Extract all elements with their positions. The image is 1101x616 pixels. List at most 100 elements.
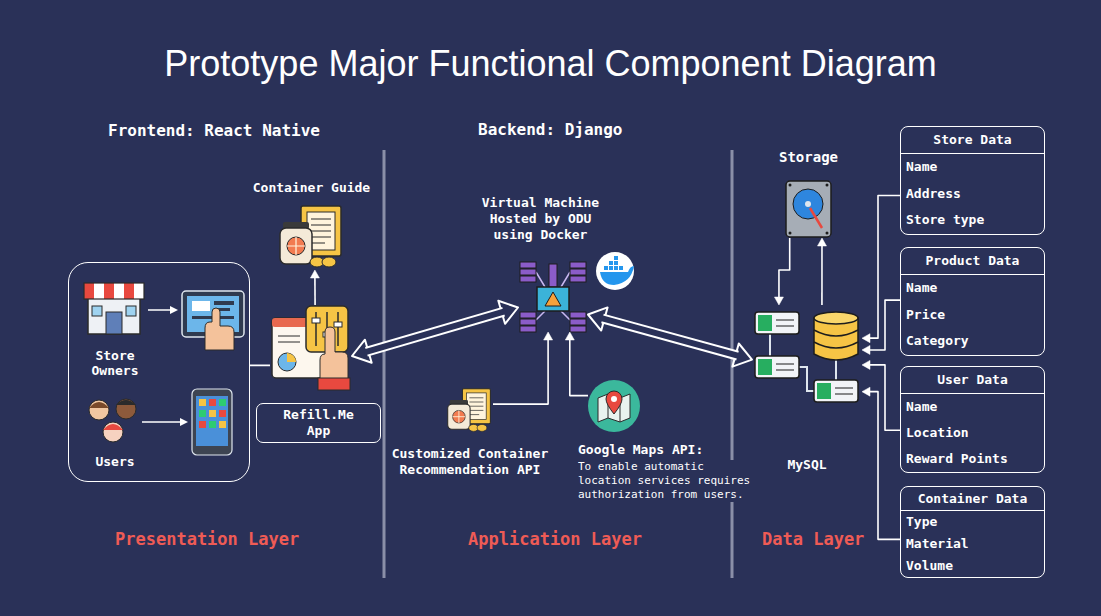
docker-logo bbox=[614, 266, 618, 270]
diagram-title: Prototype Major Functional Component Dia… bbox=[0, 42, 1101, 86]
app-icon bbox=[278, 336, 300, 337]
tablet-icon bbox=[214, 301, 234, 305]
store-icon bbox=[126, 306, 136, 316]
virtual-machine-icon bbox=[570, 262, 586, 268]
icon-node: Storage bbox=[785, 180, 832, 238]
store-icon bbox=[84, 283, 144, 334]
app-icon bbox=[272, 306, 350, 390]
connector bbox=[774, 238, 789, 305]
phone-icon bbox=[192, 389, 232, 455]
users-icon bbox=[89, 400, 109, 420]
database-server-icon bbox=[758, 359, 772, 375]
node-text: Storage bbox=[765, 149, 852, 165]
table-header: Product Data bbox=[901, 248, 1044, 275]
flow-arrow bbox=[170, 306, 178, 314]
store-icon bbox=[114, 283, 124, 299]
virtual-machine-icon bbox=[570, 276, 586, 282]
data-table: Store DataNameAddressStore type bbox=[900, 126, 1045, 235]
arrow-head bbox=[774, 297, 783, 305]
store-icon bbox=[134, 283, 144, 299]
connector-line bbox=[250, 365, 270, 367]
connector-line bbox=[314, 277, 316, 305]
layer-divider bbox=[383, 150, 386, 578]
tablet-icon bbox=[192, 301, 210, 311]
docker-logo bbox=[596, 252, 634, 290]
docker-logo bbox=[619, 266, 623, 270]
node-note: Users bbox=[81, 454, 149, 469]
connector-line bbox=[869, 300, 900, 350]
hard-disk-icon bbox=[793, 189, 823, 219]
phone-icon bbox=[219, 399, 226, 406]
table-field: Store type bbox=[901, 207, 1044, 234]
icon-node: Google Maps API:To enable automatic loca… bbox=[588, 380, 640, 432]
database-server-icon bbox=[814, 330, 858, 348]
database-server-icon bbox=[755, 312, 799, 334]
store-icon bbox=[104, 283, 114, 299]
virtual-machine-icon bbox=[537, 287, 569, 311]
database-server-icon bbox=[776, 326, 794, 327]
arrow-head bbox=[565, 332, 574, 340]
docker-logo bbox=[596, 252, 634, 290]
app-node: Refill.Me App bbox=[270, 305, 352, 390]
flow-arrow bbox=[142, 421, 182, 423]
connector bbox=[862, 300, 900, 354]
app-icon bbox=[315, 312, 317, 346]
docker-logo bbox=[614, 256, 618, 260]
docker-logo bbox=[609, 266, 613, 270]
app-icon bbox=[287, 353, 296, 362]
arrow-head bbox=[862, 345, 870, 354]
phone-icon bbox=[196, 396, 228, 446]
container-guide-icon bbox=[280, 206, 341, 267]
icon-node: Virtual Machine Hosted by ODU using Dock… bbox=[518, 262, 588, 332]
virtual-machine-icon bbox=[520, 319, 536, 325]
store-icon bbox=[106, 312, 122, 334]
table-field: Address bbox=[901, 181, 1044, 208]
hard-disk-icon bbox=[789, 232, 792, 235]
virtual-machine-icon bbox=[570, 319, 586, 325]
arrow-head bbox=[862, 387, 870, 396]
connector-line bbox=[570, 339, 588, 396]
phone-icon bbox=[199, 421, 206, 428]
database-server-icon bbox=[776, 370, 794, 371]
connector bbox=[565, 332, 588, 396]
connector bbox=[862, 195, 900, 342]
virtual-machine-icon bbox=[520, 262, 536, 268]
virtual-machine-icon bbox=[520, 276, 536, 282]
store-icon bbox=[92, 306, 102, 316]
database-server-icon bbox=[814, 380, 858, 402]
database-server-icon bbox=[755, 312, 858, 402]
section-heading: Backend: Django bbox=[478, 120, 623, 140]
hard-disk-icon bbox=[789, 184, 792, 187]
arrow-head bbox=[544, 332, 553, 340]
hard-disk-icon bbox=[805, 201, 811, 207]
user-group-box: Store OwnersUsers bbox=[68, 262, 250, 482]
database-server-icon bbox=[758, 315, 772, 331]
app-icon bbox=[278, 353, 296, 371]
layer-divider bbox=[384, 150, 732, 578]
database-server-icon bbox=[776, 320, 794, 321]
connector-line bbox=[869, 365, 900, 430]
arrow-head bbox=[862, 360, 870, 369]
phone-icon bbox=[199, 410, 206, 417]
virtual-machine-icon bbox=[520, 262, 586, 332]
virtual-machine-icon bbox=[549, 264, 557, 287]
app-icon bbox=[278, 342, 300, 343]
connector bbox=[493, 332, 553, 404]
database-server-icon bbox=[776, 364, 794, 365]
data-table: Container DataTypeMaterialVolume bbox=[900, 486, 1045, 578]
connector-line bbox=[601, 318, 740, 356]
connector bbox=[862, 387, 900, 539]
database-server-icon bbox=[835, 388, 853, 389]
users-icon bbox=[89, 399, 136, 442]
connector-line bbox=[364, 311, 505, 352]
store-icon bbox=[94, 283, 104, 299]
users-icon bbox=[89, 402, 109, 408]
arrow-head bbox=[310, 270, 319, 278]
table-field: Name bbox=[901, 154, 1044, 181]
flow-arrow bbox=[142, 306, 188, 426]
table-field: Category bbox=[901, 328, 1044, 355]
users-icon bbox=[116, 400, 136, 405]
database-server-icon bbox=[755, 356, 799, 378]
hard-disk-icon bbox=[826, 184, 829, 187]
node-text: Customized Container Recommendation API bbox=[385, 446, 555, 478]
